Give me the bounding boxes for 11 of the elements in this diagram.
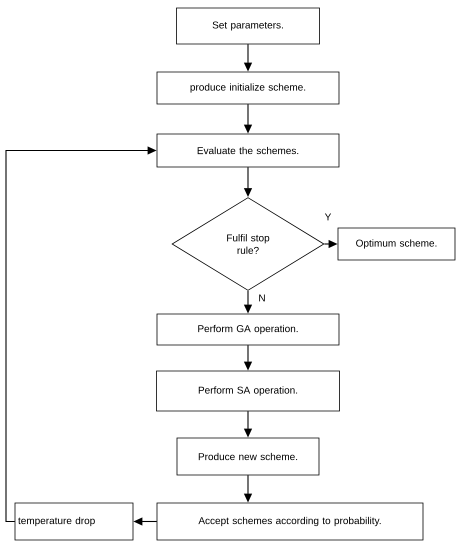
process-box: Perform SA operation. [156,370,340,412]
process-box: temperature drop [14,502,134,540]
process-box: Accept schemes according to probability. [156,502,424,540]
edge-label: N [257,294,267,302]
process-box: produce initialize scheme. [156,72,340,104]
process-box: Perform GA operation. [156,314,340,346]
process-box: Evaluate the schemes. [156,134,340,168]
process-box: Produce new scheme. [176,438,320,476]
edge-label: Y [324,212,332,222]
process-box: Optimum scheme. [338,228,456,260]
process-box: Set parameters. [176,8,320,44]
